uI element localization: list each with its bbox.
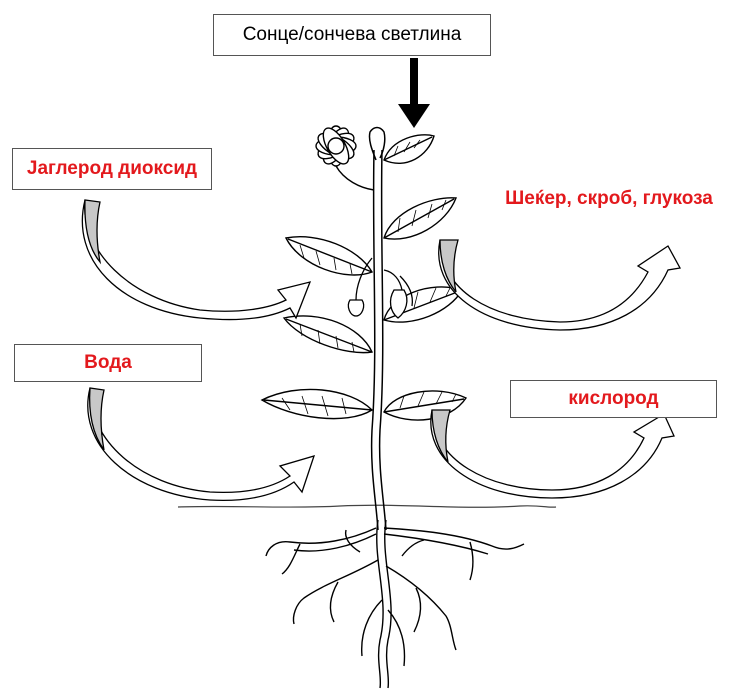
leaf <box>286 237 372 275</box>
leaf <box>384 391 466 420</box>
sugars-label: Шеќер, скроб, глукоза <box>486 178 732 220</box>
sunlight-label: Сонце/сончева светлина <box>213 14 491 56</box>
down-arrow-icon <box>398 58 430 128</box>
leaf <box>384 198 456 239</box>
stem <box>369 128 386 531</box>
leaf <box>284 316 372 353</box>
ground-line <box>178 505 556 507</box>
curved-arrow-icon <box>431 410 674 498</box>
curved-arrow-icon <box>439 240 680 330</box>
leaf <box>262 389 372 418</box>
roots <box>266 520 524 688</box>
curved-arrow-icon <box>82 200 310 320</box>
oxygen-label: кислород <box>510 380 717 418</box>
flower <box>314 124 374 190</box>
leaves <box>262 135 466 420</box>
carbon-dioxide-label: Јаглерод диоксид <box>12 148 212 190</box>
leaf <box>384 135 434 163</box>
water-label: Вода <box>14 344 202 382</box>
